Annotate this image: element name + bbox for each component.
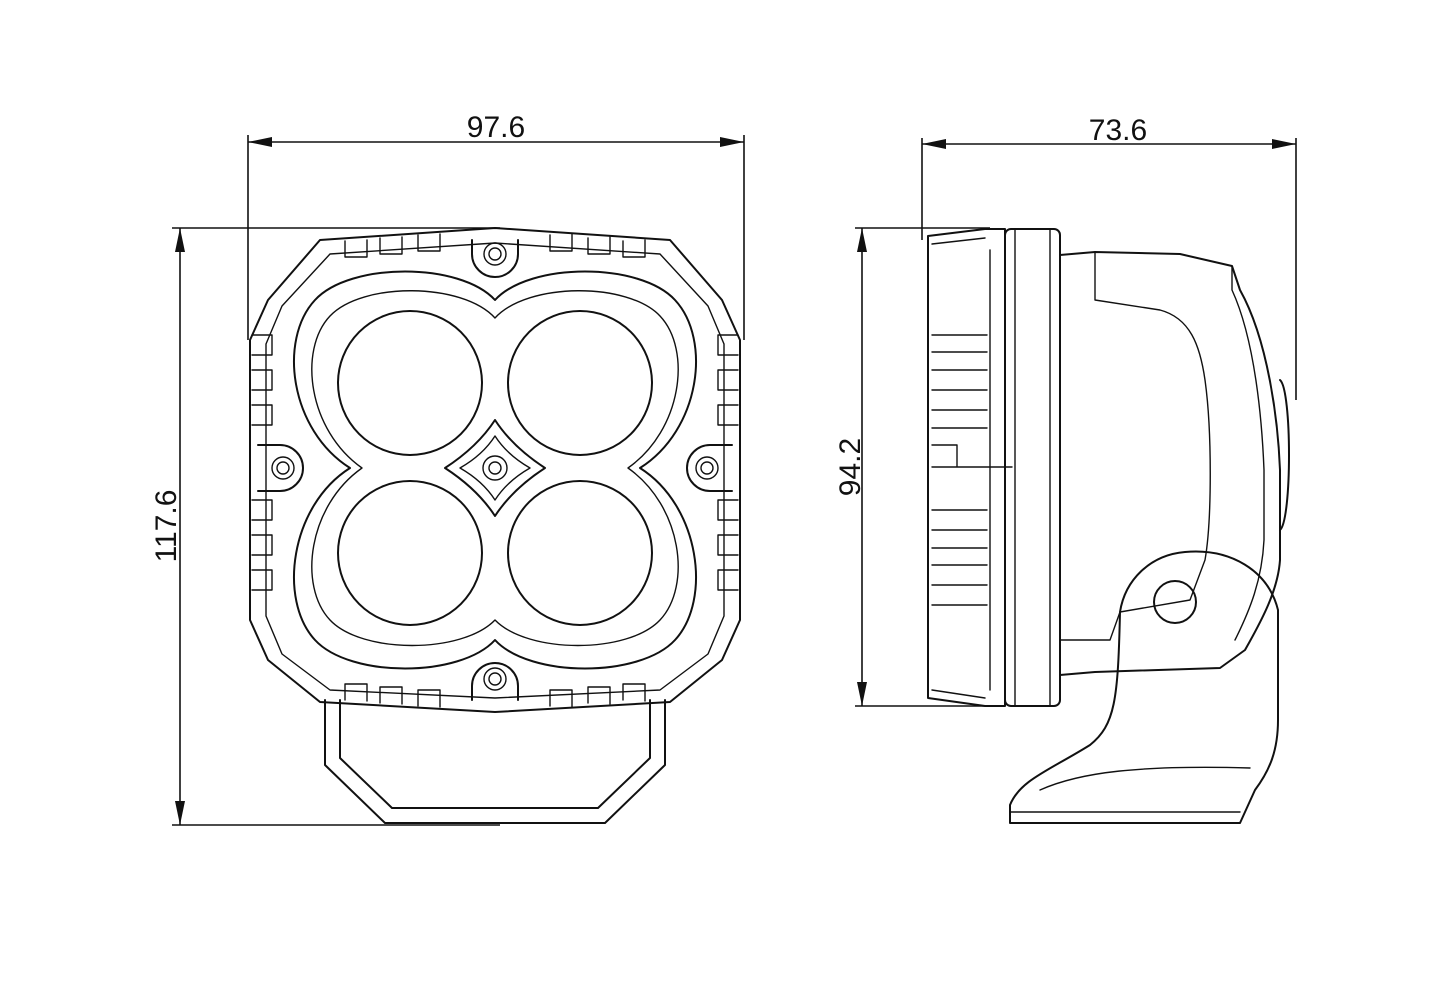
front-left-fins (251, 334, 273, 591)
dim-front-height: 117.6 (150, 227, 500, 826)
led-lens-bottom-left (337, 480, 483, 626)
front-lens-bezel (293, 270, 697, 670)
dim-side-height: 94.2 (834, 227, 990, 707)
dim-front-width-label: 97.6 (467, 111, 525, 144)
side-rear-body (1059, 251, 1290, 676)
front-top-fins (344, 233, 646, 258)
front-bracket (324, 699, 666, 824)
front-led-lenses (337, 310, 653, 626)
dim-side-depth-label: 73.6 (1089, 114, 1147, 147)
front-center-boss (444, 419, 546, 517)
led-lens-top-left (337, 310, 483, 456)
front-housing (249, 227, 741, 713)
dim-front-height-label: 117.6 (150, 490, 183, 563)
front-bottom-fins (344, 683, 646, 708)
side-view: 73.6 94.2 (834, 114, 1297, 824)
side-bracket-bolt (1153, 580, 1197, 624)
side-fins (931, 249, 1013, 691)
dim-side-height-label: 94.2 (834, 438, 867, 496)
led-lens-top-right (507, 310, 653, 456)
side-bracket (1009, 550, 1279, 824)
dim-front-width: 97.6 (247, 111, 745, 340)
dim-side-depth: 73.6 (921, 114, 1297, 400)
front-screw-tabs (257, 239, 733, 701)
led-lens-bottom-right (507, 480, 653, 626)
front-view: 97.6 117.6 (150, 111, 745, 826)
side-front-ring (927, 228, 1061, 707)
front-right-fins (717, 334, 739, 591)
